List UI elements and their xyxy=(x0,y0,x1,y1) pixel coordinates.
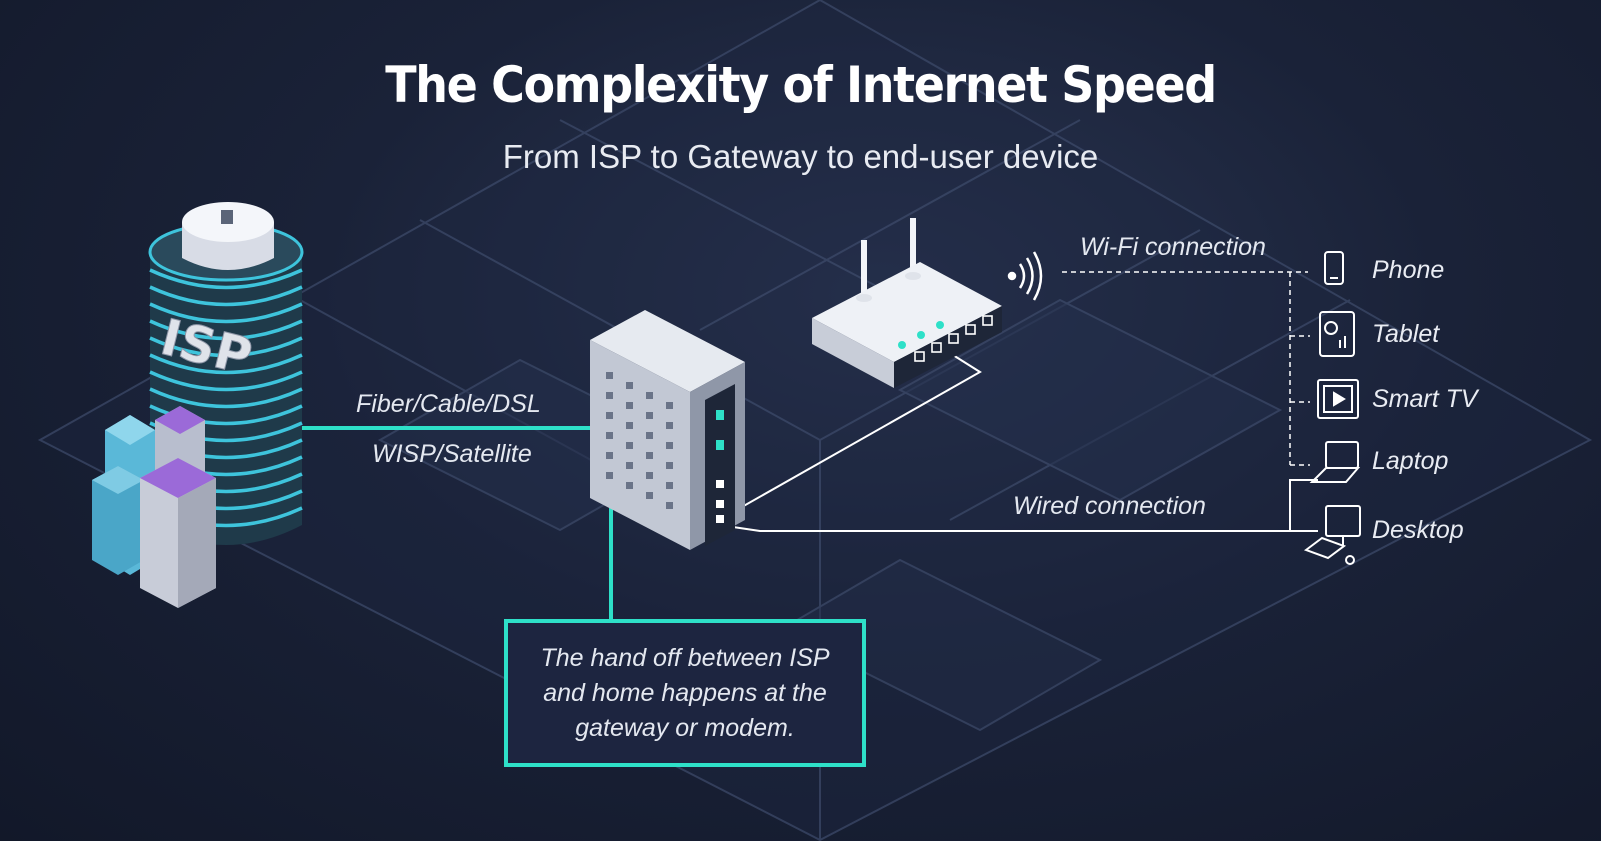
wifi-connection-label: Wi-Fi connection xyxy=(1080,233,1266,261)
handoff-callout-box: The hand off between ISP and home happen… xyxy=(504,619,866,767)
device-label-tablet: Tablet xyxy=(1372,320,1440,348)
isp-types-label-1: Fiber/Cable/DSL xyxy=(356,390,541,418)
city-buildings xyxy=(92,406,216,608)
house-backdrop xyxy=(37,0,1593,841)
gateway-to-router-line xyxy=(732,349,982,513)
phone-icon xyxy=(1324,251,1344,285)
laptop-icon xyxy=(1309,441,1361,483)
desktop-icon xyxy=(1303,505,1361,565)
device-label-smart-tv: Smart TV xyxy=(1372,385,1478,413)
isp-rooftop-box xyxy=(182,202,274,270)
wifi-router xyxy=(812,218,1043,388)
page-subtitle: From ISP to Gateway to end-user device xyxy=(502,138,1099,175)
wifi-signal-icon xyxy=(1007,251,1043,301)
wired-connection-line xyxy=(732,526,1290,532)
device-label-laptop: Laptop xyxy=(1372,447,1449,475)
gateway-modem xyxy=(590,310,745,550)
wired-connection-label: Wired connection xyxy=(1013,492,1206,520)
tablet-icon xyxy=(1319,311,1355,357)
wired-branch-line xyxy=(1289,479,1318,531)
handoff-callout-text: The hand off between ISP and home happen… xyxy=(540,643,830,742)
device-label-phone: Phone xyxy=(1372,256,1445,284)
smart-tv-icon xyxy=(1317,379,1359,419)
isp-types-label-2: WISP/Satellite xyxy=(372,440,532,468)
device-label-desktop: Desktop xyxy=(1372,516,1464,544)
connection-lines xyxy=(290,271,1318,619)
page-title: The Complexity of Internet Speed xyxy=(385,56,1217,114)
